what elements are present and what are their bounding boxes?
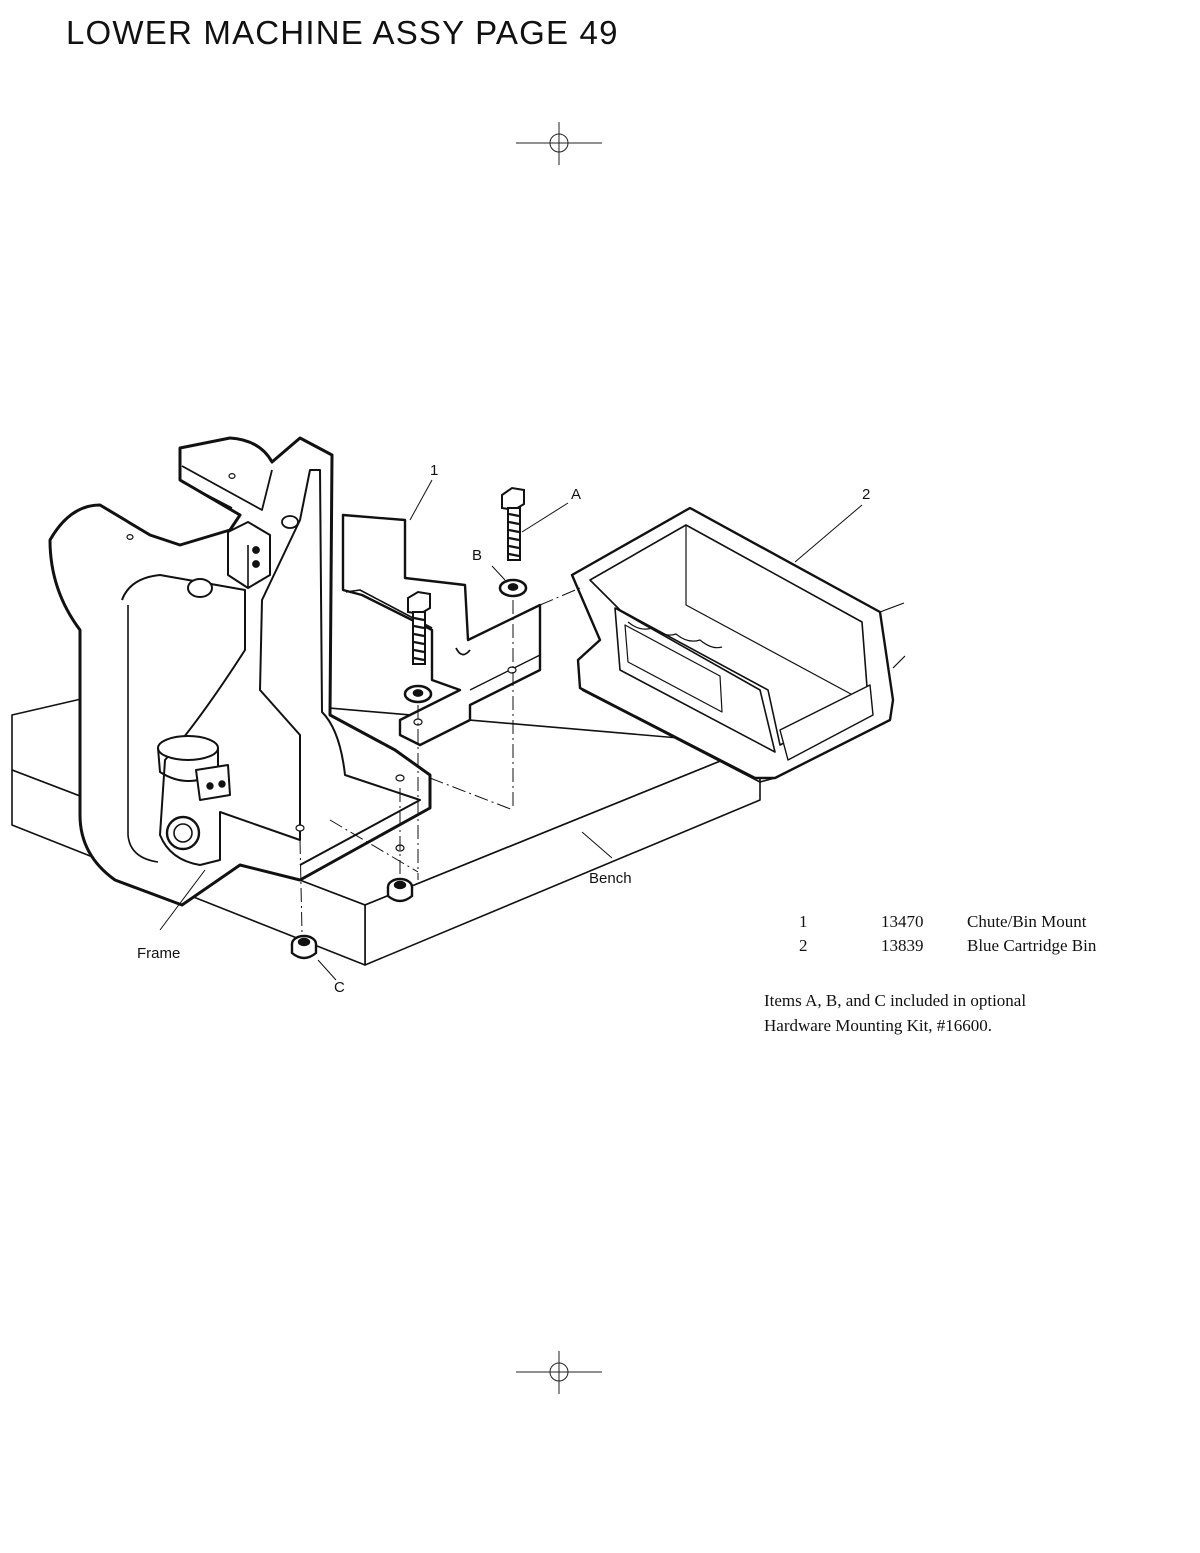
callout-item-c: C: [334, 979, 345, 996]
note-line-1: Items A, B, and C included in optional: [764, 991, 1027, 1010]
note-line-2: Hardware Mounting Kit, #16600.: [764, 1016, 993, 1035]
foot-c-left: [290, 934, 318, 960]
hardware-kit-note: Items A, B, and C included in optional H…: [764, 988, 1144, 1038]
part-number: 13839: [881, 936, 924, 955]
item-number: 1: [799, 912, 808, 931]
washer-b-lower: [403, 684, 433, 704]
frame: [48, 436, 432, 907]
item-number: 2: [799, 936, 808, 955]
cartridge-bin: [570, 506, 906, 783]
parts-list-row: 1 13470 Chute/Bin Mount: [790, 912, 1096, 936]
callout-item-b: B: [472, 547, 482, 564]
foot-c-right: [386, 877, 414, 903]
callout-item-1: 1: [430, 462, 438, 479]
callout-bench: Bench: [589, 870, 632, 887]
callout-item-2: 2: [862, 486, 870, 503]
bolt-a-lower: [407, 590, 431, 665]
part-description: Chute/Bin Mount: [967, 912, 1087, 931]
callout-frame: Frame: [137, 945, 180, 962]
leader-lines: [159, 479, 863, 981]
washer-b-upper: [498, 578, 528, 598]
registration-mark-bottom: [516, 1351, 602, 1394]
part-number: 13470: [881, 912, 924, 931]
parts-list-row: 2 13839 Blue Cartridge Bin: [790, 936, 1096, 960]
bolt-a-upper: [501, 486, 525, 561]
callout-item-a: A: [571, 486, 581, 503]
page-title: LOWER MACHINE ASSY PAGE 49: [66, 14, 619, 51]
registration-mark-top: [516, 122, 602, 165]
parts-list: 1 13470 Chute/Bin Mount 2 13839 Blue Car…: [790, 912, 1096, 960]
part-description: Blue Cartridge Bin: [967, 936, 1097, 955]
assembly-center-lines: [299, 587, 581, 933]
